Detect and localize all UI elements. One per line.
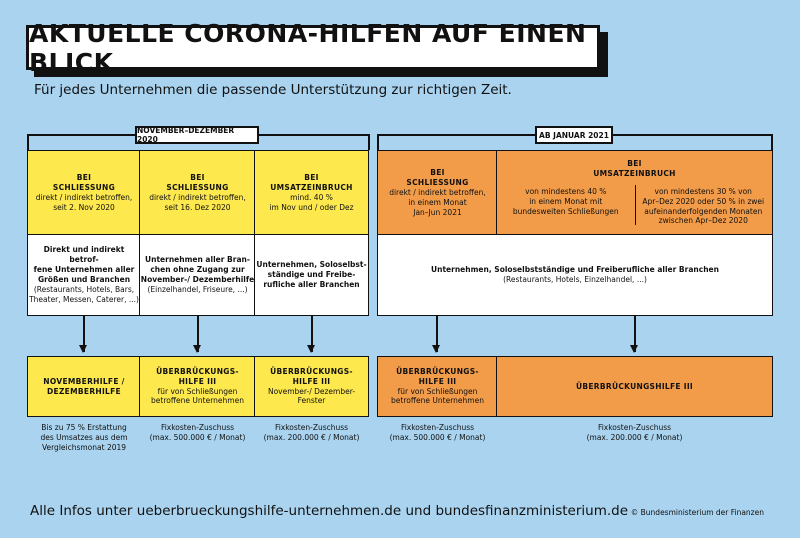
aid-text: für von Schließungen betroffene Unterneh… <box>151 386 244 406</box>
period-label-right: AB JANUAR 2021 <box>535 126 613 144</box>
page-title: AKTUELLE CORONA-HILFEN AUF EINEN BLICK <box>26 19 600 77</box>
arrow-down-icon <box>631 316 637 353</box>
header-title: BEI SCHLIESSUNG <box>166 173 229 193</box>
aid-description-2: Fixkosten-Zuschuss (max. 500.000 € / Mon… <box>149 423 246 443</box>
header-revenue-drop-2021: BEI UMSATZEINBRUCH von mindestens 40 % i… <box>496 150 773 236</box>
aid-title: ÜBERBRÜCKUNGS- HILFE III <box>270 366 353 386</box>
header-title: BEI SCHLIESSUNG <box>406 168 469 188</box>
header-text: direkt / indirekt betroffen, seit 16. De… <box>149 193 246 212</box>
aid-description-4: Fixkosten-Zuschuss (max. 500.000 € / Mon… <box>389 423 486 443</box>
aid-box-3: ÜBERBRÜCKUNGS- HILFE III November-/ Deze… <box>254 356 369 417</box>
period-tick <box>377 134 379 150</box>
aid-description-5: Fixkosten-Zuschuss (max. 200.000 € / Mon… <box>586 423 683 443</box>
who-box-1: Direkt und indirekt betrof- fene Unterne… <box>27 234 141 316</box>
who-bold: Unternehmen, Soloselbst- ständige und Fr… <box>256 260 367 289</box>
period-tick <box>771 134 773 150</box>
who-box-3: Unternehmen, Soloselbst- ständige und Fr… <box>254 234 369 316</box>
who-box-2: Unternehmen aller Bran- chen ohne Zugang… <box>139 234 256 316</box>
header-title: BEI UMSATZEINBRUCH <box>593 159 676 178</box>
header-condition-right: von mindestens 30 % von Apr–Dez 2020 ode… <box>642 186 765 226</box>
aid-text: November-/ Dezember- Fenster <box>267 386 356 406</box>
header-divider <box>635 185 636 225</box>
who-normal: (Einzelhandel, Friseure, ...) <box>147 284 248 294</box>
aid-description-1: Bis zu 75 % Erstattung des Umsatzes aus … <box>40 423 128 453</box>
who-bold: Unternehmen aller Bran- chen ohne Zugang… <box>140 255 255 284</box>
header-closure-2021: BEI SCHLIESSUNG direkt / indirekt betrof… <box>377 150 498 236</box>
arrow-down-icon <box>194 316 200 353</box>
aid-title: ÜBERBRÜCKUNGSHILFE III <box>575 381 694 391</box>
arrow-down-icon <box>433 316 439 353</box>
aid-box-1: NOVEMBERHILFE / DEZEMBERHILFE <box>27 356 141 417</box>
arrow-down-icon <box>308 316 314 353</box>
header-text: mind. 40 % im Nov und / oder Dez <box>269 193 354 212</box>
aid-description-3: Fixkosten-Zuschuss (max. 200.000 € / Mon… <box>263 423 360 443</box>
aid-box-4: ÜBERBRÜCKUNGS- HILFE III für von Schließ… <box>377 356 498 417</box>
who-normal: (Restaurants, Hotels, Bars, Theater, Mes… <box>29 284 139 304</box>
who-bold: Direkt und indirekt betrof- fene Unterne… <box>33 245 135 284</box>
period-tick <box>368 134 370 150</box>
period-label-left: NOVEMBER–DEZEMBER 2020 <box>135 126 259 144</box>
header-revenue-drop-2020: BEI UMSATZEINBRUCH mind. 40 % im Nov und… <box>254 150 369 236</box>
header-text: direkt / indirekt betroffen, seit 2. Nov… <box>35 193 133 212</box>
header-text: direkt / indirekt betroffen, in einem Mo… <box>389 188 486 217</box>
aid-box-5: ÜBERBRÜCKUNGSHILFE III <box>496 356 773 417</box>
period-tick <box>27 134 29 150</box>
page-subtitle: Für jedes Unternehmen die passende Unter… <box>34 82 512 98</box>
aid-box-2: ÜBERBRÜCKUNGS- HILFE III für von Schließ… <box>139 356 256 417</box>
header-closure-nov: BEI SCHLIESSUNG direkt / indirekt betrof… <box>27 150 141 236</box>
header-closure-dec: BEI SCHLIESSUNG direkt / indirekt betrof… <box>139 150 256 236</box>
footer-info: Alle Infos unter ueberbrueckungshilfe-un… <box>30 503 629 519</box>
arrow-down-icon <box>80 316 86 353</box>
who-bold: Unternehmen, Soloselbstständige und Frei… <box>431 265 719 275</box>
header-title: BEI UMSATZEINBRUCH <box>270 173 353 193</box>
aid-title: NOVEMBERHILFE / DEZEMBERHILFE <box>43 376 125 396</box>
aid-text: für von Schließungen betroffene Unterneh… <box>391 386 484 406</box>
who-normal: (Restaurants, Hotels, Einzelhandel, ...) <box>503 275 647 284</box>
copyright: © Bundesministerium der Finanzen <box>630 508 764 517</box>
header-title: BEI SCHLIESSUNG <box>52 173 116 193</box>
header-condition-left: von mindestens 40 % in einem Monat mit b… <box>512 186 619 216</box>
aid-title: ÜBERBRÜCKUNGS- HILFE III <box>156 366 239 386</box>
who-box-2021: Unternehmen, Soloselbstständige und Frei… <box>377 234 773 316</box>
aid-title: ÜBERBRÜCKUNGS- HILFE III <box>396 366 479 386</box>
